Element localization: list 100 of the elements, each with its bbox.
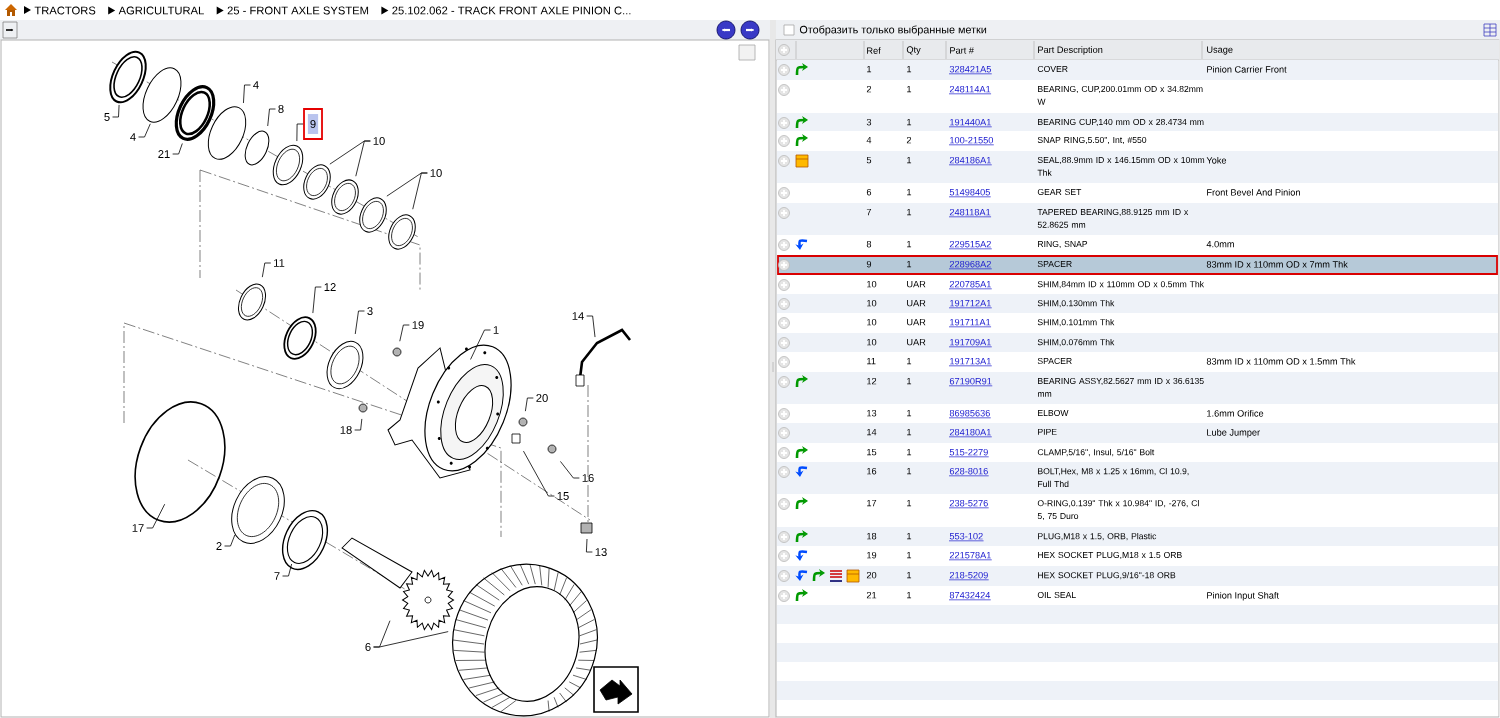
quantity: 1 xyxy=(907,377,912,385)
quantity: 1 xyxy=(907,428,912,436)
part-description: SPACER xyxy=(1037,357,1072,364)
part-description: COVER xyxy=(1037,65,1068,72)
part-description: SEAL,88.9mm ID x 146.15mm OD x 10mm Thk xyxy=(1037,156,1205,176)
quantity: 1 xyxy=(907,240,912,248)
quantity: 1 xyxy=(907,65,912,73)
callout-number: 10 xyxy=(430,169,442,177)
usage-note: 83mm ID x 110mm OD x 1.5mm Thk xyxy=(1206,357,1356,365)
quantity: UAR xyxy=(907,318,926,326)
part-description: TAPERED BEARING,88.9125 mm ID x 52.8625 mm xyxy=(1037,208,1189,228)
quantity: UAR xyxy=(907,338,926,346)
part-description: SPACER xyxy=(1037,260,1072,267)
part-number-link: 228968A2 xyxy=(948,260,993,270)
leader-line xyxy=(312,286,322,314)
ref-number: 6 xyxy=(866,188,872,196)
column-header: Part Description xyxy=(1038,46,1103,55)
part-number-link: 628-8016 xyxy=(948,467,990,477)
part-description: BOLT,Hex, M8 x 1.25 x 16mm, Cl 10.9, Full Thd xyxy=(1038,467,1189,488)
part-number-link: 100-21550 xyxy=(948,136,995,146)
leader-line xyxy=(296,123,304,142)
callout-number: 3 xyxy=(367,307,373,315)
ref-number: 5 xyxy=(866,156,872,164)
part-description: ELBOW xyxy=(1038,409,1069,416)
leader-line xyxy=(138,123,151,138)
quantity: 1 xyxy=(907,188,912,196)
quantity: 1 xyxy=(907,208,912,216)
usage-note: Pinion Carrier Front xyxy=(1207,65,1287,73)
quantity: 1 xyxy=(907,571,912,579)
ref-number: 8 xyxy=(866,240,872,248)
part-number-link: 515-2279 xyxy=(948,448,990,458)
callout-number: 1 xyxy=(493,326,499,334)
ref-number: 16 xyxy=(867,467,877,475)
checkbox-label: Отобразить только выбранные метки xyxy=(799,25,987,36)
part-description: SHIM,0.130mm Thk xyxy=(1037,299,1115,308)
usage-note: 83mm ID x 110mm OD x 7mm Thk xyxy=(1206,260,1348,268)
part-number-link: 284180A1 xyxy=(948,428,993,438)
leader-line xyxy=(525,397,534,412)
part-description: CLAMP,5/16", Insul, 5/16" Bolt xyxy=(1037,448,1155,457)
callout-number: 4 xyxy=(130,133,136,141)
ref-number: 4 xyxy=(866,136,872,144)
quantity: 1 xyxy=(907,499,912,507)
ref-number: 13 xyxy=(867,409,877,417)
ref-number: 12 xyxy=(867,377,877,385)
leader-line xyxy=(560,461,580,479)
leader-line xyxy=(243,84,251,104)
callout-number: 11 xyxy=(274,259,285,267)
leader-line xyxy=(354,418,363,431)
leader-line xyxy=(261,262,272,278)
callout-number: 14 xyxy=(572,312,584,320)
part-number-link: 218-5209 xyxy=(948,571,990,581)
leader-line xyxy=(373,631,449,648)
usage-note: Lube Jumper xyxy=(1207,428,1260,438)
part-description: PIPE xyxy=(1038,428,1057,435)
quantity: 1 xyxy=(907,467,912,475)
part-number-link: 191711A1 xyxy=(948,318,992,328)
part-description: SHIM,0.076mm Thk xyxy=(1037,338,1115,347)
quantity: 1 xyxy=(907,591,912,599)
part-description: SNAP RING,5.50", Int, #550 xyxy=(1037,136,1147,144)
part-description: BEARING ASSY,82.5627 mm ID x 36.6135 mm xyxy=(1038,377,1204,397)
callout-number: 7 xyxy=(274,572,280,580)
quantity: 1 xyxy=(907,448,912,456)
leader-line xyxy=(282,563,293,577)
callout-number: 16 xyxy=(582,474,594,482)
part-number-link: 248114A1 xyxy=(948,85,992,95)
part-number-link: 191712A1 xyxy=(948,299,993,309)
leader-line xyxy=(172,143,183,155)
quantity: UAR xyxy=(907,299,926,307)
column-header: Part # xyxy=(950,47,974,54)
part-description: O-RING,0.139" Thk x 10.984" ID, -276, Cl 5, 75 Duro xyxy=(1037,499,1199,521)
callout-number: 19 xyxy=(412,321,424,329)
part-description: SHIM,0.101mm Thk xyxy=(1037,318,1115,327)
quantity: 1 xyxy=(907,260,912,268)
ref-number: 10 xyxy=(867,318,877,326)
ref-number: 15 xyxy=(867,448,877,456)
leader-line xyxy=(355,140,371,177)
ref-number: 20 xyxy=(866,571,877,579)
callout-number: 15 xyxy=(557,492,569,500)
part-number-link: 238-5276 xyxy=(948,499,990,509)
part-description: HEX SOCKET PLUG,M18 x 1.5 ORB xyxy=(1038,551,1182,559)
part-number-link: 284186A1 xyxy=(948,156,993,166)
part-number-link: 191440A1 xyxy=(948,118,993,128)
callout-number: 13 xyxy=(595,548,607,556)
part-description: SHIM,84mm ID x 110mm OD x 0.5mm Thk xyxy=(1037,280,1204,289)
column-header: Usage xyxy=(1207,46,1233,55)
part-description: HEX SOCKET PLUG,9/16"-18 ORB xyxy=(1038,571,1176,580)
callout-number: 10 xyxy=(373,137,385,145)
part-number-link: 191709A1 xyxy=(948,338,993,348)
callout-number: 2 xyxy=(216,542,222,550)
quantity: 1 xyxy=(907,118,912,126)
ref-number: 3 xyxy=(866,118,872,126)
part-number-link: 248118A1 xyxy=(948,208,992,218)
leader-line xyxy=(586,315,596,338)
callout-number: 5 xyxy=(104,113,110,121)
part-number-link: 87432424 xyxy=(948,591,992,601)
part-number-link: 328421A5 xyxy=(948,65,993,75)
quantity: 2 xyxy=(906,136,912,144)
part-number-link: 553-102 xyxy=(948,532,984,542)
ref-number: 1 xyxy=(867,65,872,73)
ref-number: 9 xyxy=(866,260,872,268)
